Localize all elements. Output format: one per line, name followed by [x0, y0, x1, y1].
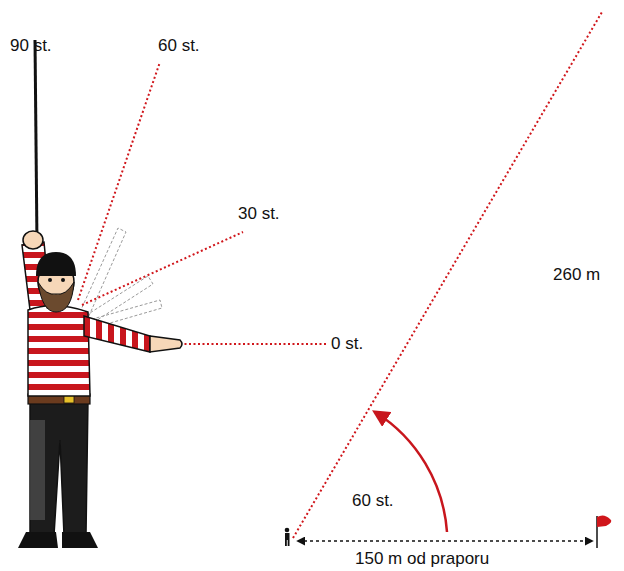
distance-arrow	[298, 540, 592, 542]
angle-label: 60 st.	[352, 492, 394, 511]
angle-label: 30 st.	[238, 205, 280, 224]
angle-arc	[375, 412, 447, 532]
angle-label: 90 st.	[10, 37, 52, 56]
man-figure	[18, 40, 182, 548]
small-person	[285, 528, 290, 546]
angle-label: 0 st.	[331, 335, 363, 354]
angle-label: 60 st.	[158, 37, 200, 56]
flag	[597, 515, 611, 548]
angle-lines	[78, 62, 326, 344]
ghost-arms	[80, 228, 162, 330]
distance-label: 260 m	[553, 266, 600, 285]
distance-label: 150 m od praporu	[355, 550, 489, 569]
sight-line	[293, 12, 602, 538]
